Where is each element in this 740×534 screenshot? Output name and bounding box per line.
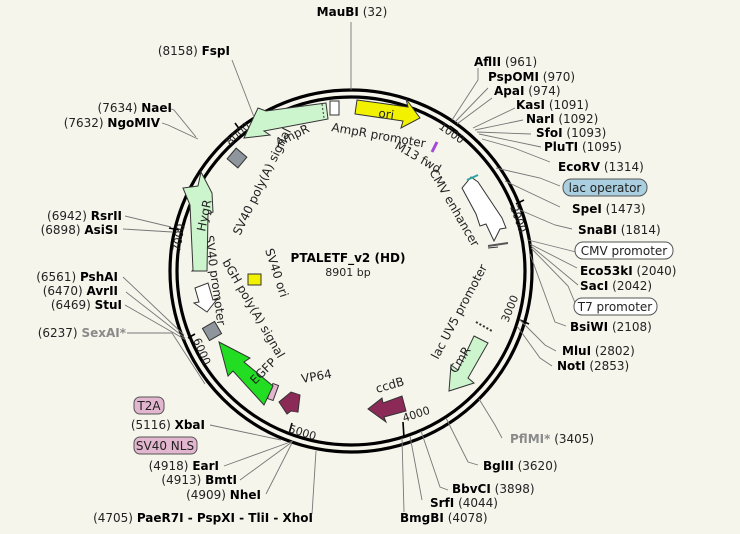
site-sexai: (6237) SexAI*: [38, 326, 127, 340]
tick-5000: 5000: [287, 422, 318, 443]
site-rsrii: (6942) RsrII: [47, 209, 122, 223]
lac-operator-tag-label: lac operator: [569, 181, 642, 195]
sv40-promoter-arrow: [192, 282, 220, 313]
tick-1000: 1000: [436, 120, 466, 147]
site-nari: NarI (1092): [526, 112, 598, 126]
tick-marks: [168, 122, 530, 439]
site-aflii: AflII (961): [474, 55, 537, 69]
sv40-polya-box: [226, 147, 248, 169]
site-stui: (6469) StuI: [51, 298, 122, 312]
site-xbai: (5116) XbaI: [131, 418, 205, 432]
cmv-promoter-tag-label: CMV promoter: [581, 244, 668, 258]
site-pspomi: PspOMI (970): [488, 70, 575, 84]
site-fspi: (8158) FspI: [158, 44, 230, 58]
lac-operator-tag: [562, 178, 648, 197]
site-bmti: (4913) BmtI: [161, 473, 237, 487]
site-nhei: (4909) NheI: [186, 488, 261, 502]
t2a-tag: [133, 396, 165, 415]
ccdb-label: ccdB: [374, 374, 406, 395]
site-maubi: MauBI (32): [317, 5, 388, 19]
site-pshai: (6561) PshAI: [36, 270, 118, 284]
site-naei: (7634) NaeI: [98, 101, 172, 115]
cmr-arrow: [448, 335, 489, 392]
site-srfi: SrfI (4044): [430, 496, 498, 510]
ori-arrow: [354, 98, 421, 129]
site-noti: NotI (2853): [557, 359, 629, 373]
m13-fwd-mark: [430, 141, 439, 153]
site-pflmi: PflMI* (3405): [510, 432, 594, 446]
site-spei: SpeI (1473): [572, 202, 646, 216]
lac-uv5-mark: [475, 321, 493, 332]
ampr-arrow: [243, 102, 329, 139]
ampr-promoter-box: [329, 100, 340, 116]
sv40-nls-tag-label: SV40 NLS: [136, 439, 194, 453]
site-eco53ki: Eco53kI (2040): [580, 264, 676, 278]
site-apai: ApaI (974): [494, 84, 561, 98]
tick-2000: 2000: [507, 204, 529, 235]
ori-label: ori: [378, 106, 395, 122]
site-asisi: (6898) AsiSI: [41, 223, 118, 237]
cmv-enhancer-arrow: [461, 176, 507, 243]
site-snabi: SnaBI (1814): [578, 223, 661, 237]
backbone-inner: [175, 95, 527, 447]
site-sfoi: SfoI (1093): [536, 126, 606, 140]
leader-lines: [122, 22, 579, 515]
cmv-promoter-tag: [574, 241, 674, 260]
site-mlui: MluI (2802): [562, 344, 635, 358]
site-eari: (4918) EarI: [149, 459, 219, 473]
site-pluti: PluTI (1095): [544, 140, 622, 154]
hygr-label: HygR: [194, 198, 214, 232]
site-bmgbi: BmgBI (4078): [400, 511, 488, 525]
site-xhoi-group: (4705) PaeR7I - PspXI - TliI - XhoI: [93, 511, 313, 525]
lac-operator-mark: [466, 174, 479, 181]
site-bsiwi: BsiWI (2108): [570, 320, 652, 334]
ccdb-arrow: [367, 395, 407, 424]
t2a-tag-label: T2A: [136, 399, 161, 413]
tick-7000: 7000: [170, 223, 188, 253]
map-length: 8901 bp: [325, 266, 370, 279]
site-bglii: BglII (3620): [483, 459, 558, 473]
sv40-ori-box: [247, 273, 262, 286]
sv40-ori-label: SV40 ori: [262, 247, 291, 299]
bgh-polya-box: [201, 320, 223, 342]
site-ngomiv: (7632) NgoMIV: [64, 116, 161, 130]
site-ecorv: EcoRV (1314): [558, 160, 644, 174]
sv40-polya-label: SV40 poly(A) signal: [230, 126, 294, 237]
cmv-promoter-mark: [487, 242, 509, 247]
vp64-label: VP64: [300, 367, 333, 386]
tick-4000: 4000: [401, 404, 432, 425]
sv40-nls-tag: [133, 436, 198, 455]
site-kasi: KasI (1091): [516, 98, 589, 112]
site-avrii: (6470) AvrII: [43, 284, 118, 298]
map-title: PTALETF_v2 (HD): [291, 251, 406, 266]
t7-promoter-tag: [573, 297, 658, 316]
t7-promoter-tag-label: T7 promoter: [577, 300, 653, 314]
egfp-arrow: [218, 341, 274, 406]
site-saci: SacI (2042): [580, 279, 652, 293]
hygr-arrow: [182, 170, 214, 272]
site-bbvci: BbvCI (3898): [452, 482, 535, 496]
